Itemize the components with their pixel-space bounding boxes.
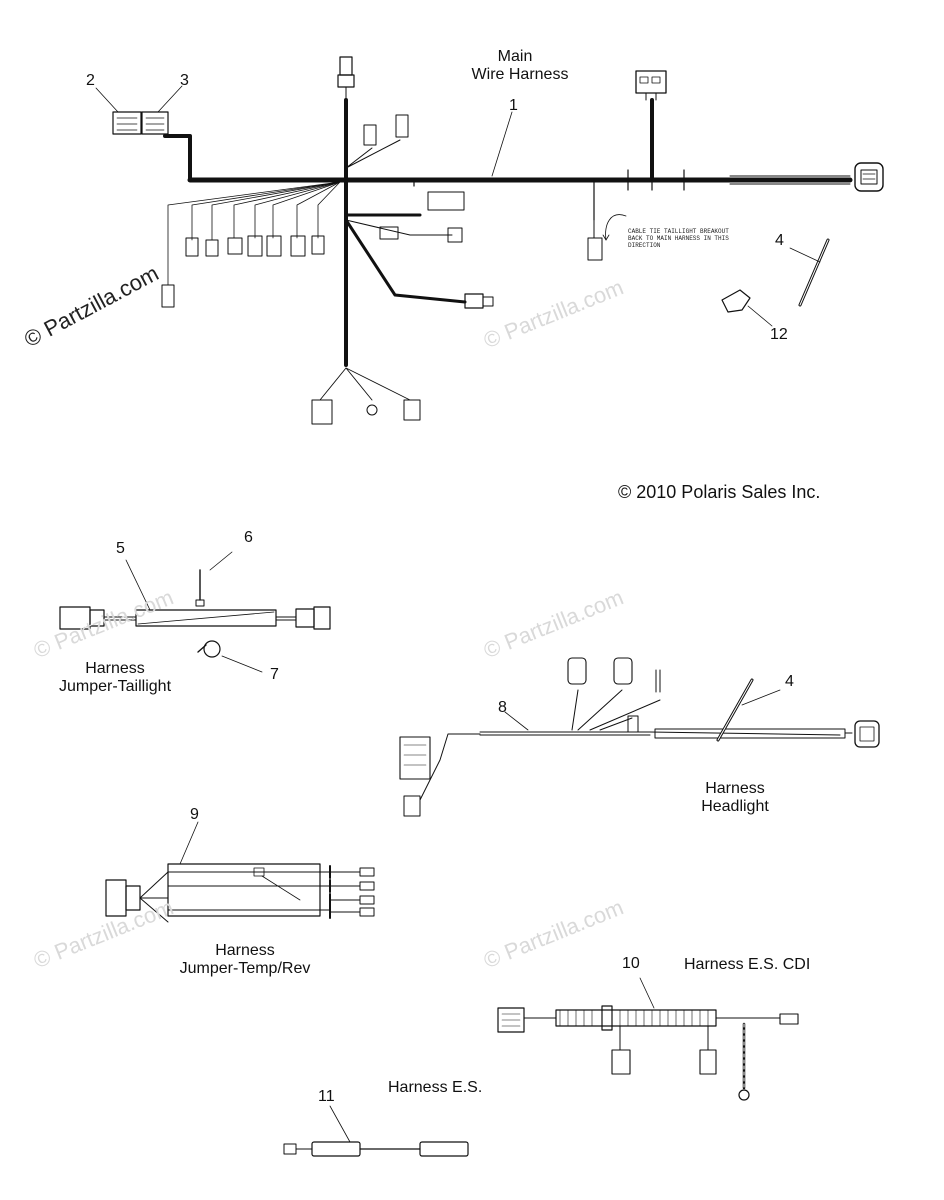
callout-1: 1 [509, 97, 518, 114]
connector-3 [141, 111, 169, 135]
main-harness-left-drop [163, 134, 192, 182]
callout-3: 3 [180, 72, 189, 89]
main-harness-fan-wires [167, 181, 341, 286]
callout-7: 7 [270, 666, 279, 683]
callout-12: 12 [770, 326, 788, 343]
main-harness-end-connector [854, 162, 884, 192]
main-wire-harness [95, 56, 884, 425]
main-harness-bottom-connectors [311, 367, 421, 425]
part-12-clip [721, 289, 773, 327]
headlight-label-line2: Headlight [701, 798, 769, 815]
harness-es-cdi [497, 977, 799, 1101]
callout-10: 10 [622, 955, 640, 972]
harness-jumper-temp-rev [105, 821, 375, 923]
headlight-label-line1: Harness [705, 780, 765, 797]
main-harness-top-connector [635, 70, 667, 101]
es-cdi-label: Harness E.S. CDI [684, 956, 811, 973]
callout-9: 9 [190, 806, 199, 823]
temprev-label-line1: Harness [215, 942, 275, 959]
callout-5: 5 [116, 540, 125, 557]
main-harness-label-line2: Wire Harness [471, 66, 569, 83]
cable-tie-note-line1: CABLE TIE TAILLIGHT BREAKOUT [628, 228, 729, 235]
main-harness-label-line1: Main [497, 48, 533, 65]
harness-es [283, 1105, 469, 1157]
temprev-label-line2: Jumper-Temp/Rev [179, 960, 311, 977]
main-harness-right-branches [344, 169, 685, 309]
cable-tie-note-line3: DIRECTION [628, 242, 661, 249]
cable-tie-note-line2: BACK TO MAIN HARNESS IN THIS [628, 235, 729, 242]
callout-6: 6 [244, 529, 253, 546]
taillight-label-line2: Jumper-Taillight [58, 678, 172, 695]
es-label: Harness E.S. [388, 1079, 483, 1096]
connector-2 [112, 111, 142, 135]
callout-11: 11 [318, 1088, 335, 1105]
main-harness-fan-connectors [161, 235, 325, 308]
main-harness-upper-small-connectors [345, 114, 409, 169]
part-4-tie [789, 238, 830, 307]
main-harness-upper-connector [337, 56, 355, 101]
headlight-end-connector [854, 720, 880, 748]
callout-8: 8 [498, 699, 507, 716]
taillight-label-line1: Harness [85, 660, 145, 677]
harness-jumper-taillight [59, 551, 331, 673]
harness-headlight [399, 657, 880, 817]
callout-4-main: 4 [775, 232, 784, 249]
callout-4-headlight: 4 [785, 673, 794, 690]
callout-2: 2 [86, 72, 95, 89]
copyright-text: © 2010 Polaris Sales Inc. [618, 482, 821, 502]
